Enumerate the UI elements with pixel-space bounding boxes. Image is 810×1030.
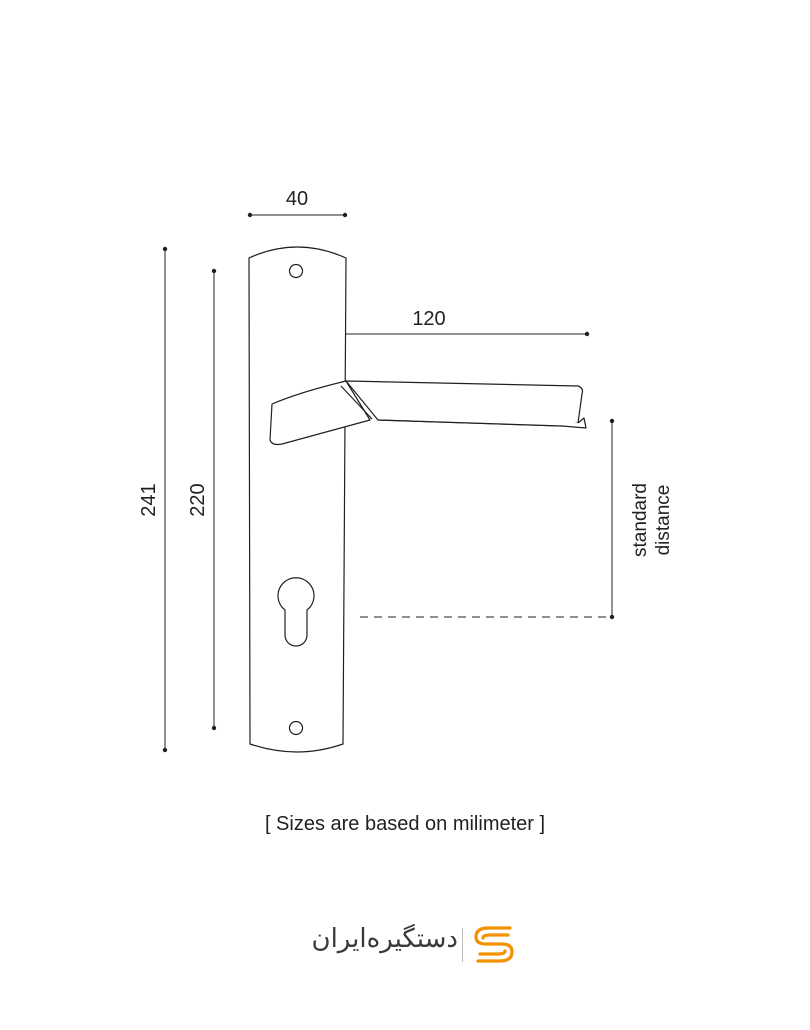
standard-distance-dimension: standard distance [360,418,674,620]
brand-name: دستگیره‌ایران [311,924,458,954]
keyhole [277,577,315,647]
total-length-label: 241 [138,483,160,516]
units-note: [ Sizes are based on milimeter ] [264,813,546,835]
logo-divider [462,928,463,962]
hole-distance-dimension: 220 [187,268,217,731]
total-length-dimension: 241 [138,246,168,753]
lever-handle [269,380,587,446]
top-screw-hole [288,263,304,279]
standard-distance-label-line1: standard [630,483,651,557]
width-dimension: 40 [247,188,348,218]
standard-distance-label-line2: distance [653,485,674,556]
orange-s-logo-icon [474,926,514,963]
backplate [248,246,347,753]
handle-length-label: 120 [412,308,445,330]
width-dimension-label: 40 [286,188,308,210]
bottom-screw-hole [288,720,304,736]
brand-logo: دستگیره‌ایران [310,918,522,970]
hole-distance-label: 220 [187,483,209,516]
